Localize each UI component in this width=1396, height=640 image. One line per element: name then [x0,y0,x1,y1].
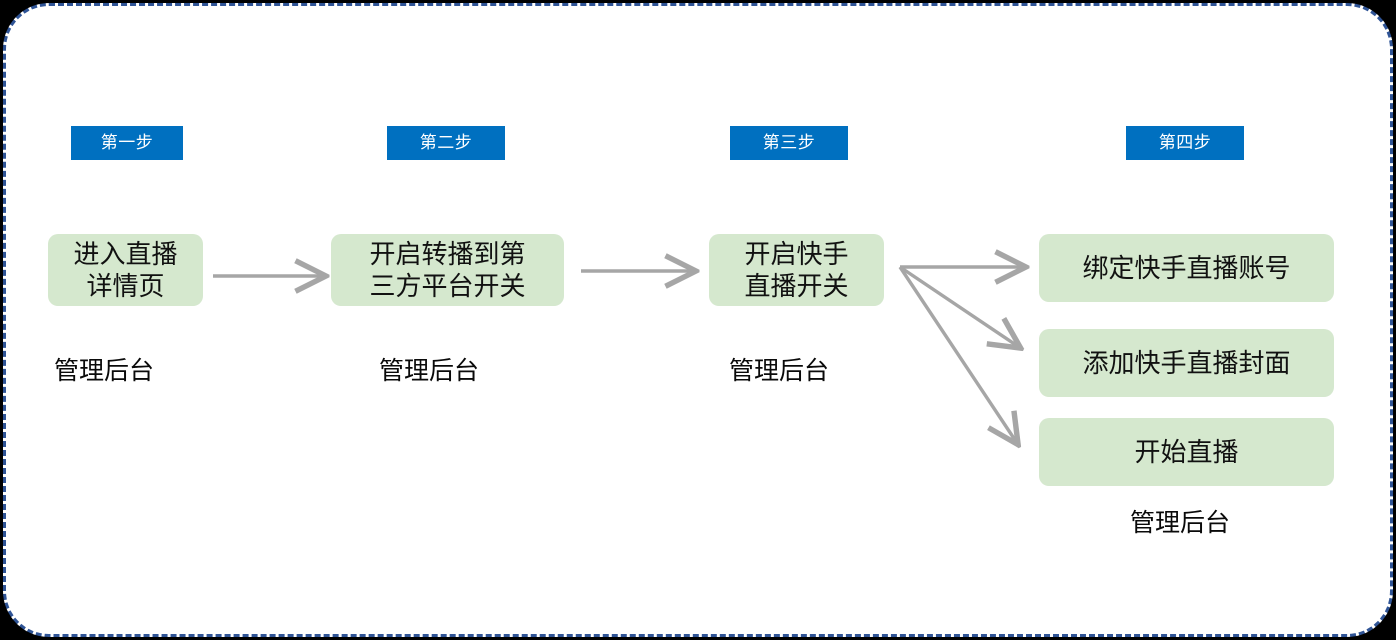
flowchart-panel: 第一步 第二步 第三步 第四步 进入直播 详情页 开启转播到第 三方平台开关 开… [3,3,1393,637]
step-badge-4: 第四步 [1126,126,1244,160]
arrow-step3-to-start-live [898,266,1017,443]
caption-step-1: 管理后台 [54,357,155,385]
caption-step-2: 管理后台 [379,357,480,385]
arrow-step3-to-add-cover [899,265,1019,347]
node-start-live[interactable]: 开始直播 [1039,418,1334,486]
node-enable-kuaishou-live-switch[interactable]: 开启快手 直播开关 [709,234,884,306]
step-badge-2: 第二步 [387,126,505,160]
node-enter-live-detail[interactable]: 进入直播 详情页 [48,234,203,306]
caption-step-4: 管理后台 [1130,509,1231,537]
step-badge-1: 第一步 [71,126,183,160]
node-enable-relay-switch[interactable]: 开启转播到第 三方平台开关 [331,234,564,306]
node-bind-kuaishou-account[interactable]: 绑定快手直播账号 [1039,234,1334,302]
node-add-kuaishou-cover[interactable]: 添加快手直播封面 [1039,329,1334,397]
arrow-layer [213,6,1396,640]
caption-step-3: 管理后台 [729,357,830,385]
step-badge-3: 第三步 [730,126,848,160]
